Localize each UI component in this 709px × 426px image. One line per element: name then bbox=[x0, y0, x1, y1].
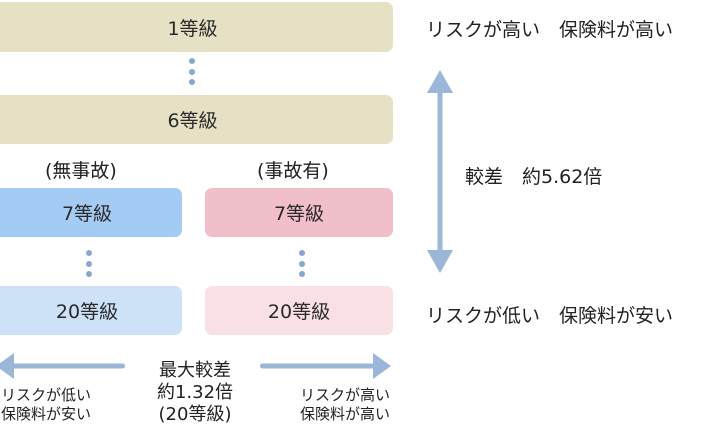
accident-header: (事故有) bbox=[257, 160, 329, 182]
no-accident-grade-20-box: 20等級 bbox=[0, 286, 182, 335]
accident-grade-7-label: 7等級 bbox=[273, 203, 325, 225]
grade-1-label: 1等級 bbox=[167, 17, 218, 40]
bottom-right-line1: リスクが高い bbox=[299, 386, 390, 404]
high-risk-label: リスクが高い 保険料が高い bbox=[426, 19, 674, 41]
bottom-center-line3: (20等級) bbox=[158, 404, 232, 425]
grade-6-box: 6等級 bbox=[0, 95, 393, 144]
grade-1-box: 1等級 bbox=[0, 2, 393, 52]
bottom-right-line2: 保険料が高い bbox=[299, 405, 390, 423]
bottom-left-text: リスクが低い 保険料が安い bbox=[0, 386, 106, 424]
bottom-center-line2: 約1.32倍 bbox=[156, 382, 234, 403]
no-accident-header: (無事故) bbox=[45, 160, 117, 182]
accident-grade-7-box: 7等級 bbox=[205, 188, 393, 237]
bottom-right-text: リスクが高い 保険料が高い bbox=[285, 386, 405, 424]
ellipsis-dots-icon bbox=[189, 58, 195, 90]
bottom-left-line2: 保険料が安い bbox=[0, 405, 91, 423]
bottom-center-line1: 最大較差 bbox=[159, 360, 231, 381]
grade-difference-label: 較差 約5.62倍 bbox=[465, 166, 603, 188]
vertical-double-arrow-icon bbox=[427, 70, 453, 273]
ellipsis-dots-icon bbox=[299, 250, 305, 282]
no-accident-grade-20-label: 20等級 bbox=[55, 301, 119, 323]
accident-grade-20-box: 20等級 bbox=[205, 286, 393, 335]
no-accident-grade-7-box: 7等級 bbox=[0, 188, 182, 237]
left-arrow-icon bbox=[0, 353, 125, 379]
bottom-center-text: 最大較差 約1.32倍 (20等級) bbox=[135, 360, 255, 426]
right-arrow-icon bbox=[260, 353, 391, 379]
ellipsis-dots-icon bbox=[86, 250, 92, 282]
grade-6-label: 6等級 bbox=[167, 110, 218, 132]
accident-grade-20-label: 20等級 bbox=[267, 301, 331, 323]
no-accident-grade-7-label: 7等級 bbox=[61, 203, 113, 225]
low-risk-label: リスクが低い 保険料が安い bbox=[426, 305, 674, 327]
bottom-left-line1: リスクが低い bbox=[0, 386, 91, 404]
